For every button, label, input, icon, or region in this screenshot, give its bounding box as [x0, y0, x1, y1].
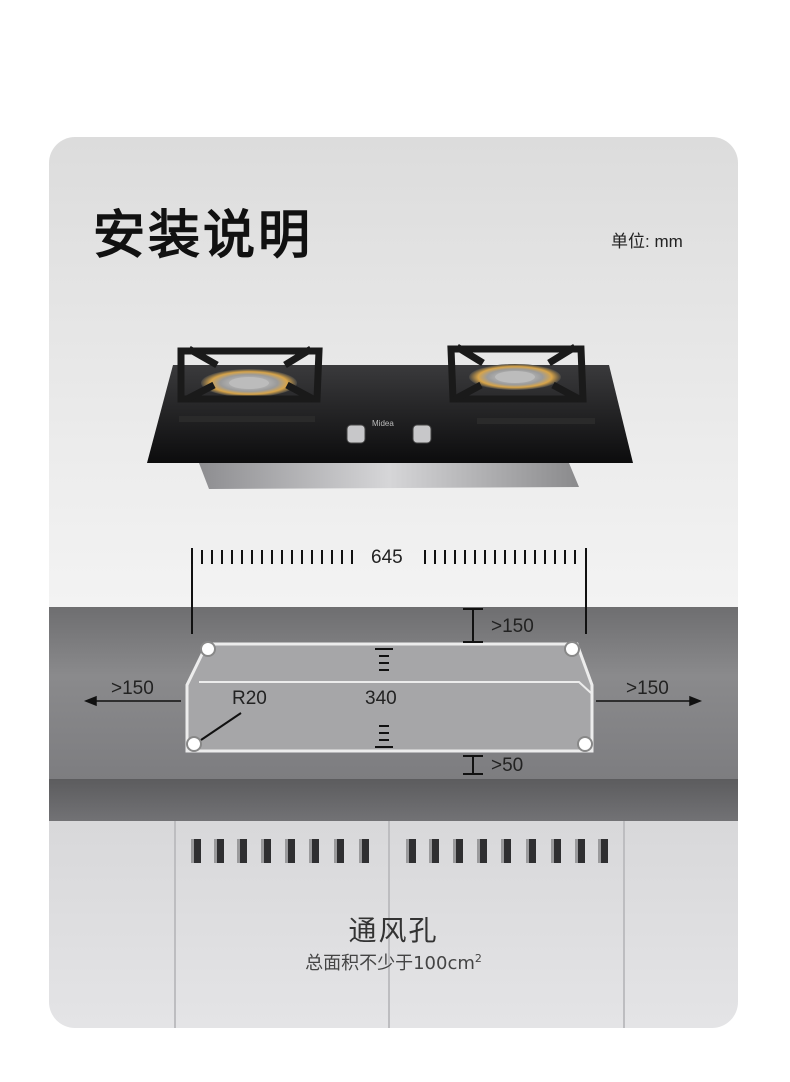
unit-value: mm — [654, 232, 683, 251]
unit-note: 单位: mm — [611, 227, 683, 252]
unit-label: 单位: — [611, 232, 650, 251]
right-clearance-arrow — [596, 695, 703, 707]
cabinet — [49, 821, 738, 1028]
left-clearance-label: >150 — [111, 678, 154, 699]
width-ruler — [191, 548, 587, 634]
brand-logo: Midea — [372, 419, 394, 428]
page-title: 安装说明 — [93, 206, 314, 266]
back-clearance-label: >150 — [491, 616, 534, 637]
dimension-drawing — [83, 548, 703, 775]
countertop-edge — [49, 779, 738, 821]
cooktop-body — [199, 463, 579, 489]
vent-subtitle-superscript: 2 — [474, 952, 482, 965]
cutout-outline — [185, 641, 594, 753]
vent-subtitle: 总面积不少于100cm2 — [49, 949, 738, 975]
installation-card: 安装说明 单位: mm — [49, 137, 738, 1028]
cabinet-divider — [623, 821, 625, 1028]
right-burner — [447, 344, 595, 424]
left-burner — [177, 345, 323, 422]
vent-subtitle-text: 总面积不少于100cm — [305, 953, 475, 974]
gas-cooktop-illustration — [147, 344, 633, 489]
width-dimension-label: 645 — [371, 547, 403, 568]
left-clearance-arrow — [83, 695, 181, 707]
depth-dimension-label: 340 — [365, 688, 397, 709]
cabinet-divider — [174, 821, 176, 1028]
front-clearance-mark — [463, 755, 483, 775]
vent-title: 通风孔 — [348, 914, 439, 947]
cabinet-divider — [388, 821, 390, 1028]
front-clearance-label: >50 — [491, 755, 524, 776]
corner-radius-label: R20 — [232, 688, 267, 709]
back-clearance-mark — [463, 608, 483, 643]
right-clearance-label: >150 — [626, 678, 669, 699]
depth-marks — [375, 648, 393, 748]
control-knobs — [346, 424, 432, 444]
